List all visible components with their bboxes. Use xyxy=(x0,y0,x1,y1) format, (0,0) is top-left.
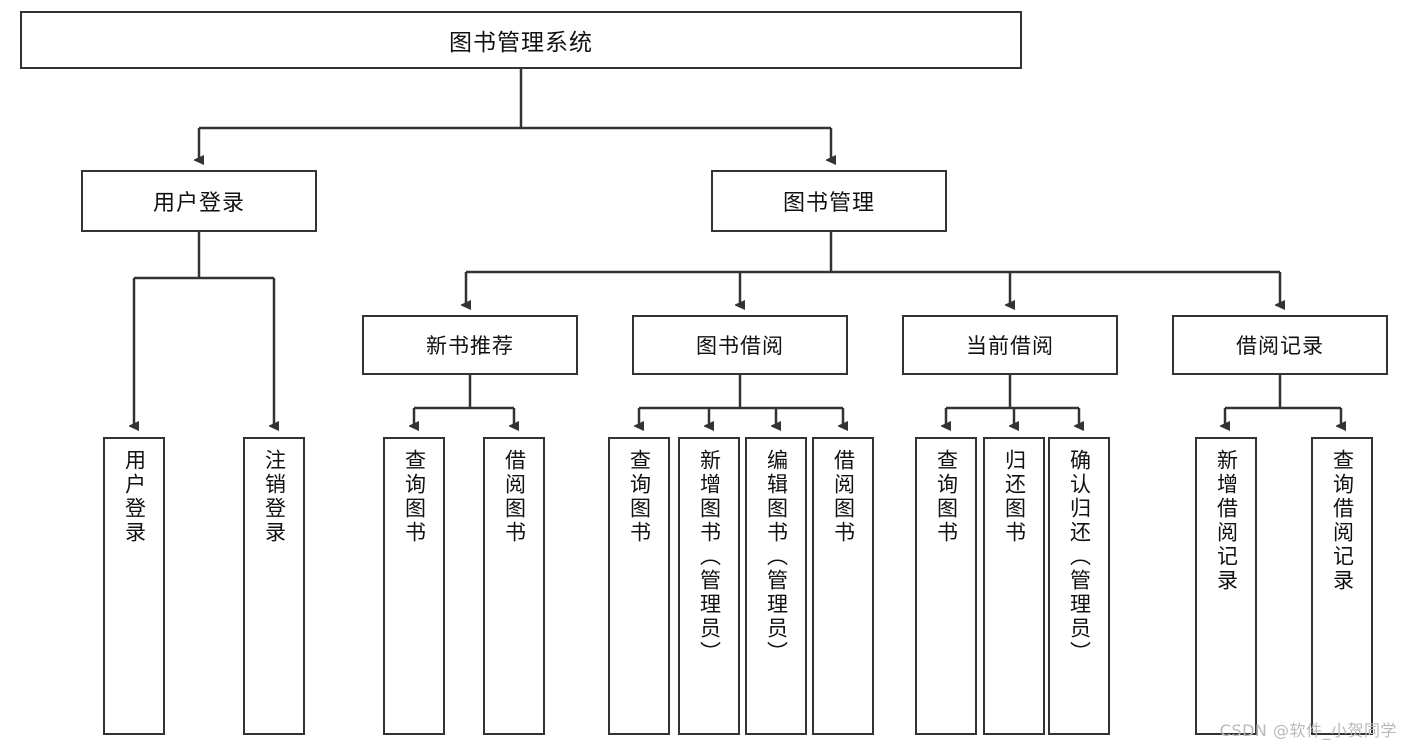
node-label: 用户登录 xyxy=(152,191,245,216)
node-label: 归还图书 xyxy=(1002,449,1027,545)
leaf-current-confirm-return-admin[interactable]: 确认归还（管理员） xyxy=(1048,437,1110,735)
node-label: 图书管理 xyxy=(782,191,875,216)
leaf-current-query-book[interactable]: 查询图书 xyxy=(915,437,977,735)
node-label: 查询借阅记录 xyxy=(1330,449,1355,593)
node-label: 编辑图书（管理员） xyxy=(764,449,789,665)
node-label: 图书管理系统 xyxy=(449,30,593,56)
leaf-recommend-borrow-book[interactable]: 借阅图书 xyxy=(483,437,545,735)
node-label: 查询图书 xyxy=(402,449,427,545)
leaf-borrow-add-book-admin[interactable]: 新增图书（管理员） xyxy=(678,437,740,735)
node-root-system[interactable]: 图书管理系统 xyxy=(20,11,1022,69)
node-label: 新增借阅记录 xyxy=(1214,449,1239,593)
node-label: 借阅图书 xyxy=(831,449,856,545)
node-label: 新增图书（管理员） xyxy=(697,449,722,665)
leaf-recommend-query-book[interactable]: 查询图书 xyxy=(383,437,445,735)
node-label: 查询图书 xyxy=(934,449,959,545)
node-label: 查询图书 xyxy=(627,449,652,545)
node-book-management[interactable]: 图书管理 xyxy=(711,170,947,232)
node-book-borrow[interactable]: 图书借阅 xyxy=(632,315,848,375)
node-label: 用户登录 xyxy=(122,449,147,545)
node-label: 借阅记录 xyxy=(1236,334,1324,358)
node-current-borrow[interactable]: 当前借阅 xyxy=(902,315,1118,375)
node-label: 借阅图书 xyxy=(502,449,527,545)
leaf-borrow-edit-book-admin[interactable]: 编辑图书（管理员） xyxy=(745,437,807,735)
node-label: 图书借阅 xyxy=(696,334,784,358)
node-new-book-recommend[interactable]: 新书推荐 xyxy=(362,315,578,375)
node-label: 注销登录 xyxy=(262,449,287,545)
watermark: CSDN @软件_小贺同学 xyxy=(1219,721,1397,740)
leaf-user-login-logout[interactable]: 注销登录 xyxy=(243,437,305,735)
leaf-user-login-login[interactable]: 用户登录 xyxy=(103,437,165,735)
leaf-record-query-record[interactable]: 查询借阅记录 xyxy=(1311,437,1373,735)
node-label: 确认归还（管理员） xyxy=(1067,449,1092,665)
leaf-borrow-borrow-book[interactable]: 借阅图书 xyxy=(812,437,874,735)
node-label: 当前借阅 xyxy=(966,334,1054,358)
leaf-record-add-record[interactable]: 新增借阅记录 xyxy=(1195,437,1257,735)
leaf-current-return-book[interactable]: 归还图书 xyxy=(983,437,1045,735)
node-label: 新书推荐 xyxy=(426,334,514,358)
leaf-borrow-query-book[interactable]: 查询图书 xyxy=(608,437,670,735)
node-borrow-record[interactable]: 借阅记录 xyxy=(1172,315,1388,375)
node-user-login[interactable]: 用户登录 xyxy=(81,170,317,232)
